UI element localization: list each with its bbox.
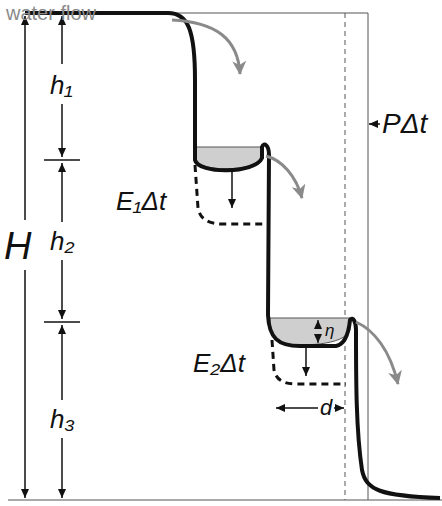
depth-arrow bbox=[317, 334, 318, 343]
depth-arrow bbox=[317, 320, 318, 327]
height-arrow bbox=[24, 270, 26, 498]
retreat-arrow bbox=[369, 123, 380, 125]
erosion-label: E₂Δt bbox=[193, 350, 245, 376]
depth-label: η bbox=[325, 322, 334, 339]
width-arrow bbox=[276, 407, 318, 409]
erosion-label: E₁Δt bbox=[116, 188, 166, 214]
width-arrow bbox=[334, 407, 344, 409]
erosion-line bbox=[195, 165, 266, 224]
erosion-arrow bbox=[305, 344, 307, 376]
cliff-profile bbox=[25, 13, 440, 498]
flow-arrows bbox=[172, 20, 398, 384]
height-label: H bbox=[4, 227, 31, 265]
height-arrow bbox=[24, 16, 26, 220]
step-arrows bbox=[44, 16, 80, 498]
flow-label: water flow bbox=[6, 3, 96, 23]
retreat-label: PΔt bbox=[382, 110, 427, 138]
frame bbox=[8, 13, 442, 500]
height-label: h₂ bbox=[50, 228, 74, 254]
height-label: h₁ bbox=[50, 72, 73, 98]
height-label: h₃ bbox=[50, 406, 75, 432]
retreat-line bbox=[345, 13, 346, 500]
erosion-arrow bbox=[231, 168, 233, 208]
width-label: d bbox=[320, 397, 332, 419]
